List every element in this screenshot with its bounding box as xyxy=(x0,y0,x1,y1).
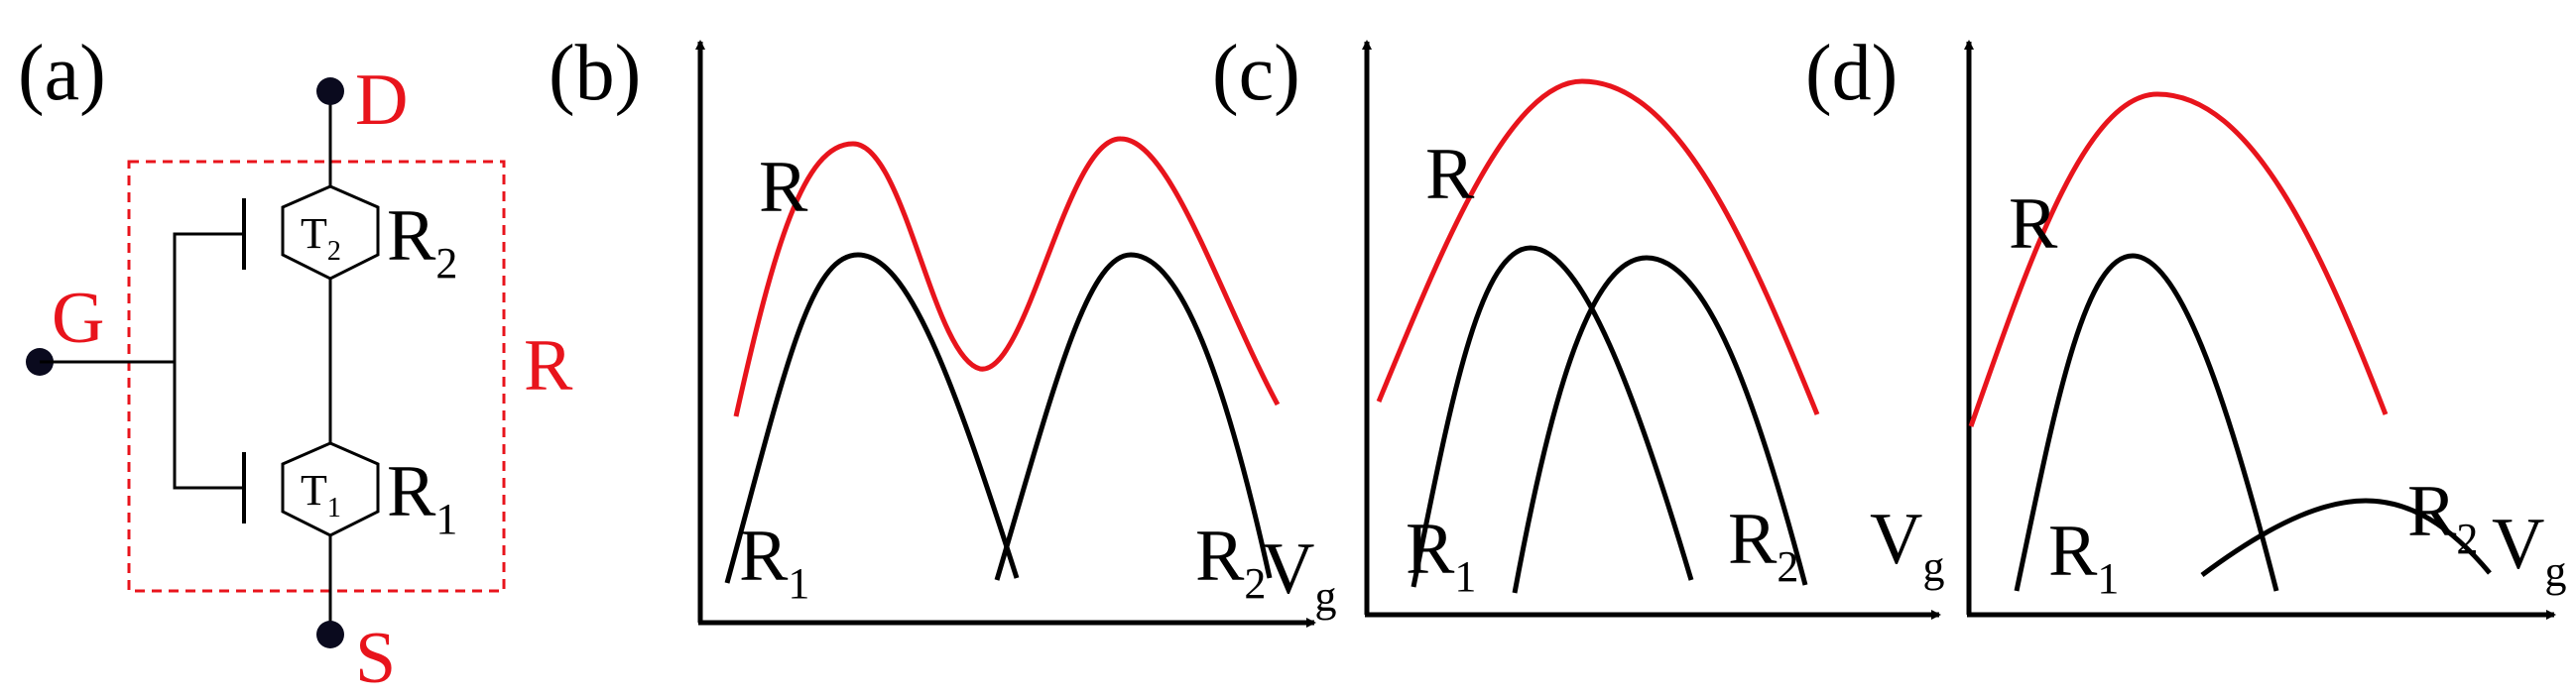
graph-panel-d: (d) R R1 R2 Vg xyxy=(1805,30,2566,620)
r2-curve-b xyxy=(994,252,1273,581)
box-resistance-label: R xyxy=(524,325,573,407)
transistor-t1-body xyxy=(281,441,380,537)
panel-label-a: (a) xyxy=(18,30,106,117)
drain-label: D xyxy=(355,59,408,141)
panel-label-d: (d) xyxy=(1805,30,1898,117)
r1-label-b: R1 xyxy=(739,516,809,608)
transistor-t1-symbol: T1 xyxy=(301,466,341,524)
x-axis-label-d: Vg xyxy=(2492,504,2566,596)
total-label-b: R xyxy=(759,147,808,228)
r2-label-c: R2 xyxy=(1728,499,1798,591)
transistor-t2-symbol: T2 xyxy=(301,209,341,267)
r2-curve-c xyxy=(1512,255,1808,594)
graph-panel-b: (b) R R1 R2 Vg xyxy=(549,30,1336,628)
r1-curve-b xyxy=(724,252,1020,584)
r1-curve-c xyxy=(1411,245,1694,588)
transistor-t2-resistance: R2 xyxy=(387,195,457,288)
transistor-t2-body xyxy=(281,184,380,281)
r1-curve-d xyxy=(2014,253,2279,592)
resistance-box xyxy=(127,160,506,593)
r2-label-b: R2 xyxy=(1195,516,1266,608)
r1-label-c: R1 xyxy=(1406,509,1476,601)
circuit-panel: (a) R D S G T2 R2 T1 R1 xyxy=(18,30,573,698)
gate-label: G xyxy=(52,278,104,359)
panel-label-c: (c) xyxy=(1212,30,1300,117)
panel-label-b: (b) xyxy=(549,30,641,117)
source-terminal xyxy=(316,621,344,648)
total-resistance-curve-b xyxy=(733,136,1281,417)
r2-label-d: R2 xyxy=(2407,471,2478,563)
r1-label-d: R1 xyxy=(2048,511,2119,603)
total-label-d: R xyxy=(2009,183,2058,265)
x-axis-label-c: Vg xyxy=(1870,499,1944,591)
total-resistance-curve-c xyxy=(1376,78,1820,415)
graph-panel-c: (c) R R1 R2 Vg xyxy=(1212,30,1944,620)
total-label-c: R xyxy=(1425,134,1475,215)
gate-bus xyxy=(173,232,228,490)
x-axis-label-b: Vg xyxy=(1262,528,1336,621)
total-resistance-curve-d xyxy=(1968,91,2389,427)
source-label: S xyxy=(355,618,396,698)
drain-terminal xyxy=(316,77,344,105)
transistor-t1-resistance: R1 xyxy=(387,451,457,543)
r2-curve-d xyxy=(2200,498,2492,578)
